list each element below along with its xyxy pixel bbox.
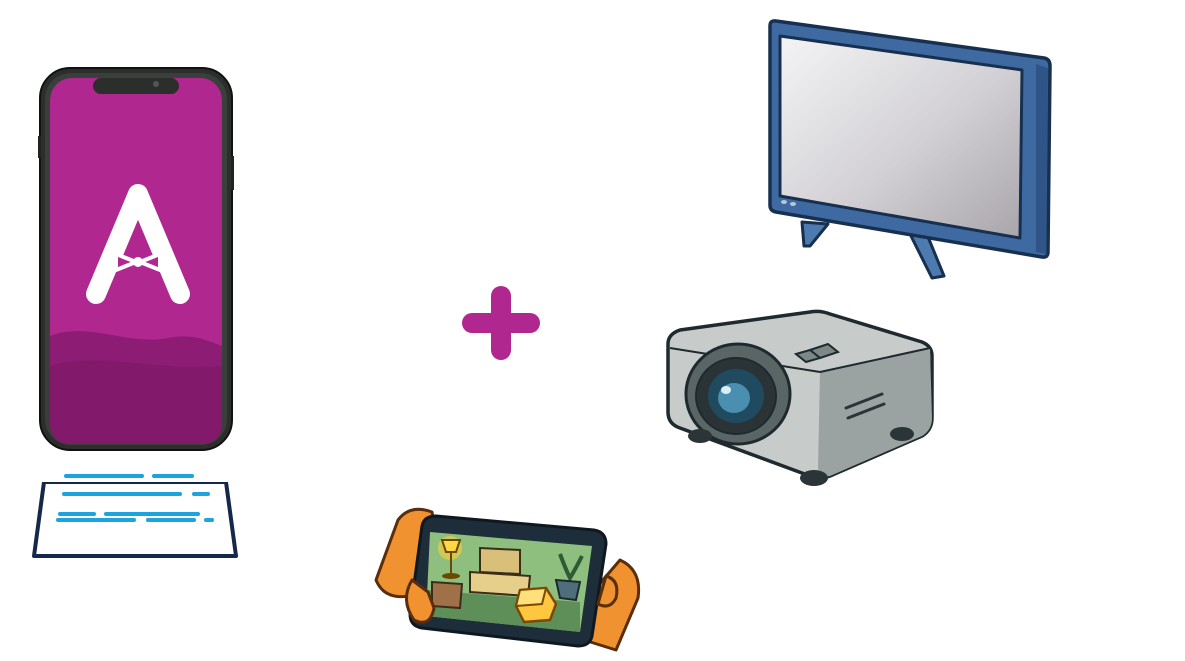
app-logo-a-bowtie-icon [86,184,190,304]
projector-icon [660,308,938,492]
document-lines-icon [30,468,242,560]
tv-icon [766,18,1054,283]
plus-icon [462,286,540,360]
ar-game-phone-icon [370,500,648,660]
smartphone [38,66,234,452]
